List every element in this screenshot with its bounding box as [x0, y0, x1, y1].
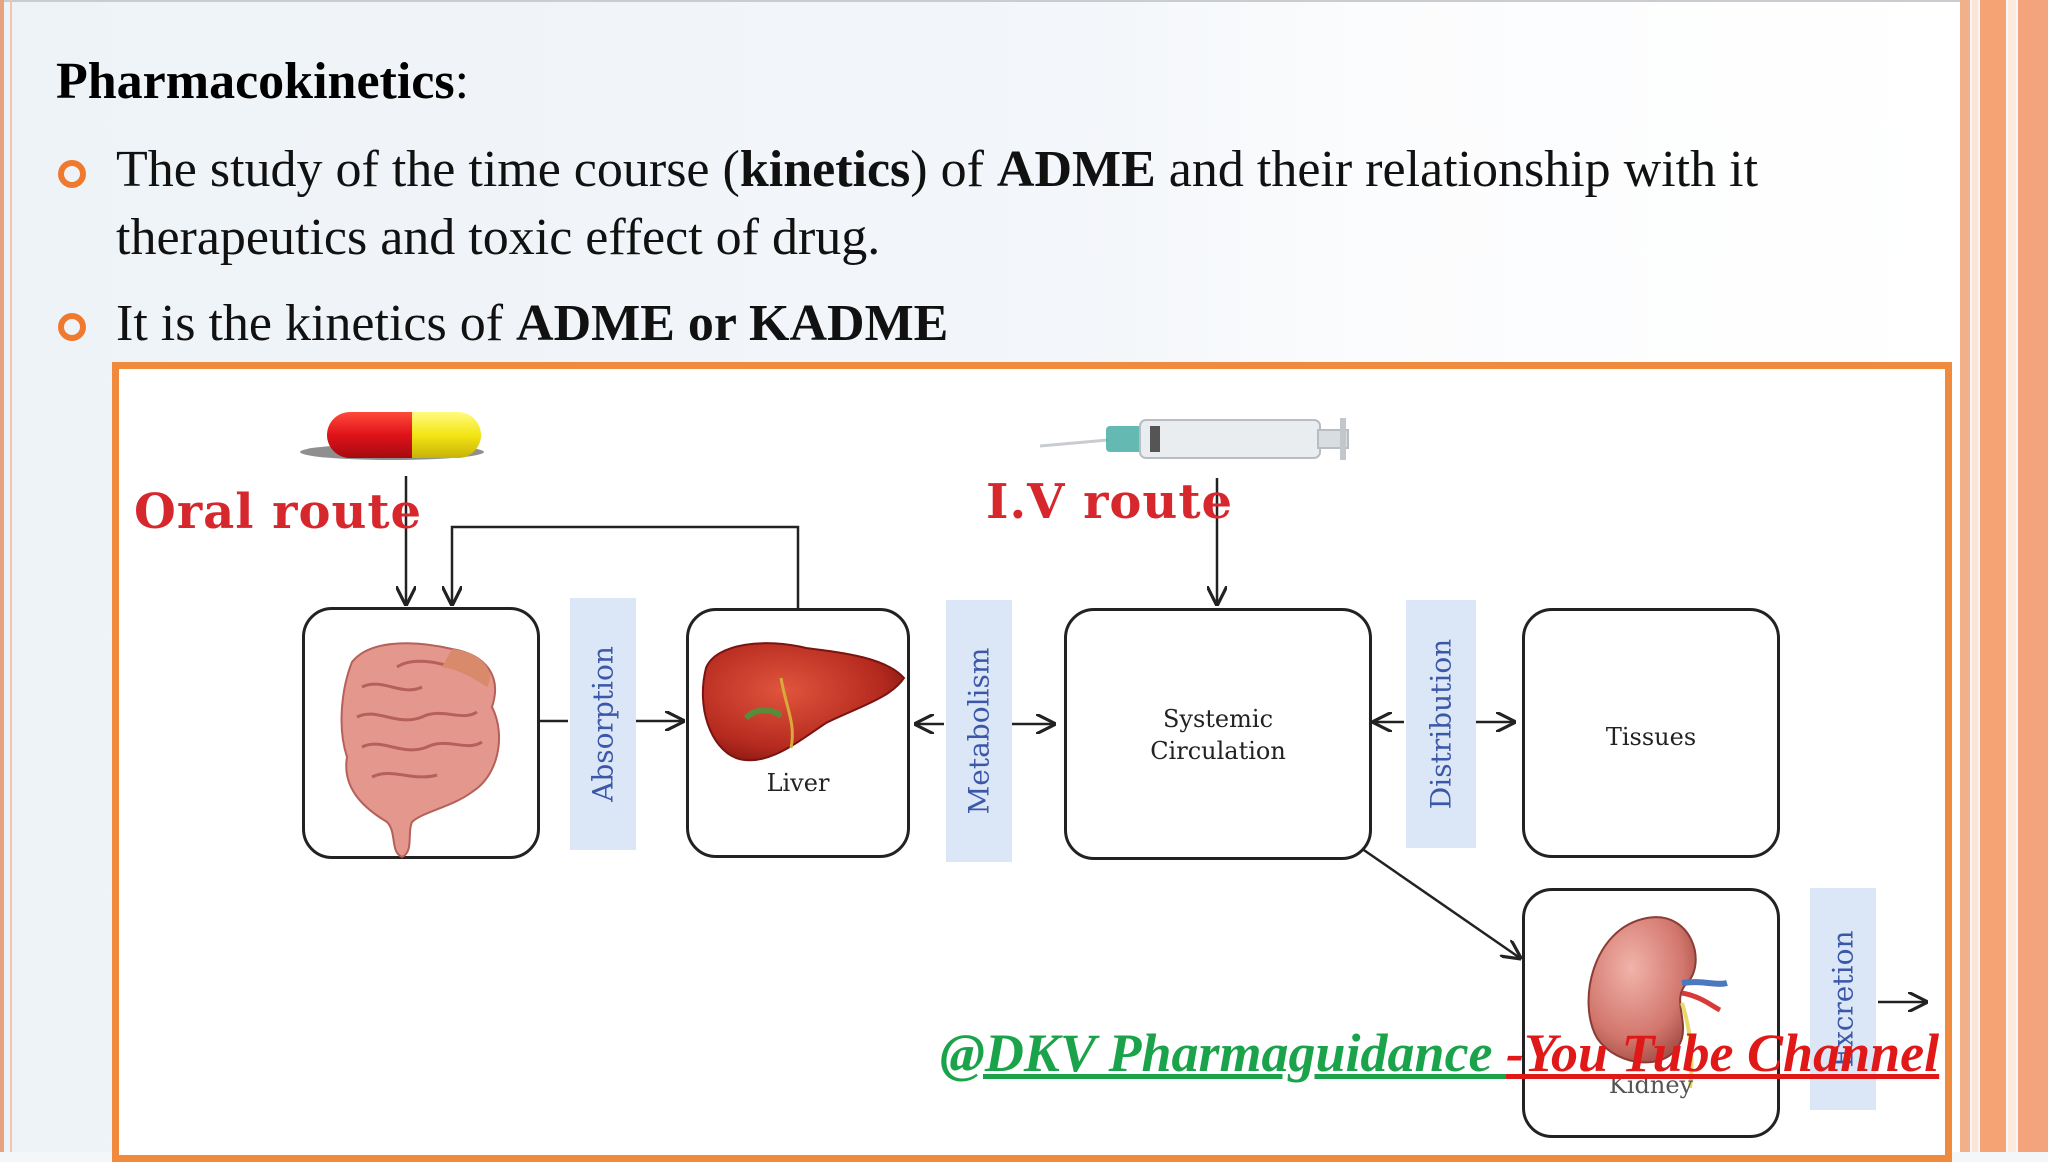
- bullet-marker-2: [58, 313, 86, 341]
- metabolism-label: Metabolism: [962, 647, 996, 815]
- iv-route-label: I.V route: [986, 474, 1234, 530]
- capsule-icon: [300, 412, 484, 460]
- bullet-marker-1: [58, 160, 86, 188]
- absorption-band: Absorption: [570, 598, 636, 850]
- systemic-label-line-2: Circulation: [1150, 737, 1286, 765]
- oral-route-label: Oral route: [134, 484, 423, 540]
- intestine-icon: [340, 642, 500, 859]
- watermark-channel: -You Tube Channel: [1506, 1023, 1940, 1083]
- metabolism-band: Metabolism: [946, 600, 1012, 862]
- bullet-1-line-1: The study of the time course (kinetics) …: [116, 136, 1758, 204]
- liver-box: Liver: [686, 608, 910, 858]
- bullet-2: It is the kinetics of ADME or KADME: [116, 290, 948, 358]
- liver-label: Liver: [766, 769, 830, 797]
- bullet-1-bold-adme: ADME: [996, 141, 1156, 198]
- watermark-handle: @DKV Pharmaguidance: [940, 1023, 1507, 1083]
- title-colon: :: [454, 53, 470, 110]
- left-border: [0, 0, 4, 1152]
- slide-title: Pharmacokinetics:: [56, 52, 469, 111]
- bullet-2-bold: ADME or KADME: [516, 295, 949, 352]
- systemic-label-line-1: Systemic: [1162, 705, 1274, 733]
- bullet-2-text: It is the kinetics of: [116, 295, 517, 352]
- bullet-1-bold-kinetics: kinetics: [739, 141, 911, 198]
- bullet-1-text-a: The study of the time course (: [116, 141, 740, 198]
- right-decorative-stripes: [1958, 0, 2048, 1152]
- kidney-label: Kidney: [1608, 1071, 1694, 1099]
- kidney-box: Kidney: [1522, 888, 1780, 1138]
- top-divider: [0, 0, 1960, 2]
- absorption-label: Absorption: [586, 646, 620, 802]
- bullet-1-line-2: therapeutics and toxic effect of drug.: [116, 209, 881, 266]
- liver-icon: [701, 642, 906, 762]
- bullet-1: The study of the time course (kinetics) …: [116, 136, 1758, 272]
- channel-watermark: @DKV Pharmaguidance -You Tube Channel: [940, 1022, 1939, 1084]
- kidney-icon: [1587, 916, 1728, 1088]
- tissues-label: Tissues: [1605, 723, 1697, 751]
- left-border-inner: [10, 0, 12, 1152]
- bullet-1-text-c: and their relationship with it: [1155, 141, 1759, 198]
- syringe-icon: [1039, 418, 1349, 460]
- distribution-band: Distribution: [1406, 600, 1476, 848]
- excretion-band: Excretion: [1810, 888, 1876, 1110]
- bullet-1-text-b: ) of: [910, 141, 997, 198]
- title-text: Pharmacokinetics: [56, 53, 455, 110]
- distribution-label: Distribution: [1424, 638, 1458, 810]
- gi-tract-box: [302, 607, 540, 859]
- systemic-circulation-box: Systemic Circulation: [1064, 608, 1372, 860]
- tissues-box: Tissues: [1522, 608, 1780, 858]
